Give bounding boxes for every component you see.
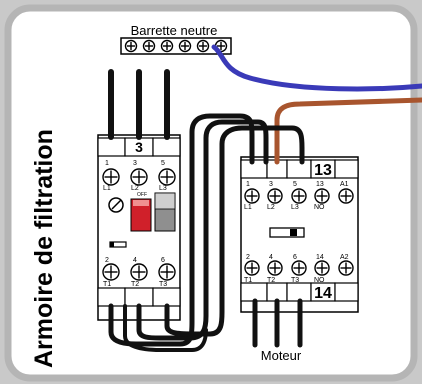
terminal-screw-icon[interactable] <box>267 260 283 276</box>
breaker-off-button[interactable] <box>154 192 176 232</box>
terminal-name: L2 <box>267 204 275 211</box>
terminal-name: L3 <box>291 204 299 211</box>
contactor-indicator <box>269 227 305 238</box>
terminal-screw-icon[interactable] <box>291 260 307 276</box>
neutral-bar-label: Barrette neutre <box>131 23 218 38</box>
terminal-number: 4 <box>133 257 137 264</box>
terminal-screw-icon[interactable] <box>102 168 120 186</box>
terminal-number: 3 <box>269 181 273 188</box>
terminal-name: L1 <box>103 185 111 192</box>
terminal-number: A2 <box>340 254 349 261</box>
terminal-name: T1 <box>244 277 252 284</box>
terminal-screw-icon[interactable] <box>158 263 176 281</box>
terminal-name: T2 <box>267 277 275 284</box>
off-label: OFF <box>137 192 147 198</box>
terminal-screw-icon[interactable] <box>244 188 260 204</box>
terminal-screw-icon[interactable] <box>160 39 174 53</box>
terminal-name: L3 <box>159 185 167 192</box>
terminal-number: 2 <box>105 257 109 264</box>
terminal-screw-icon[interactable] <box>267 188 283 204</box>
terminal-name: L2 <box>131 185 139 192</box>
terminal-screw-icon[interactable] <box>314 188 330 204</box>
terminal-screw-icon[interactable] <box>124 39 138 53</box>
motor-label: Moteur <box>261 348 302 363</box>
terminal-number: 5 <box>293 181 297 188</box>
terminal-screw-icon[interactable] <box>130 263 148 281</box>
terminal-number: 2 <box>246 254 250 261</box>
terminal-number: 5 <box>161 160 165 167</box>
terminal-screw-icon[interactable] <box>196 39 210 53</box>
terminal-number: 1 <box>105 160 109 167</box>
terminal-screw-icon[interactable] <box>338 188 354 204</box>
breaker-on-button[interactable] <box>130 198 152 232</box>
terminal-screw-icon[interactable] <box>178 39 192 53</box>
phase-wire <box>274 97 422 165</box>
terminal-screw-icon[interactable] <box>314 260 330 276</box>
terminal-name: T1 <box>103 281 111 288</box>
terminal-name: L1 <box>244 204 252 211</box>
terminal-screw-icon[interactable] <box>130 168 148 186</box>
motor-breaker: 3 1L1 3L2 5L3 2T1 4T2 6T3 OFF <box>97 134 181 321</box>
breaker-number: 3 <box>135 139 143 155</box>
terminal-name: T3 <box>291 277 299 284</box>
cabinet-title: Armoire de filtration <box>30 129 58 368</box>
terminal-screw-icon[interactable] <box>158 168 176 186</box>
terminal-name: NO <box>314 204 325 211</box>
terminal-screw-icon[interactable] <box>244 260 260 276</box>
terminal-number: 1 <box>246 181 250 188</box>
terminal-number: 13 <box>316 181 324 188</box>
terminal-number: 3 <box>133 160 137 167</box>
terminal-screw-icon[interactable] <box>102 263 120 281</box>
terminal-number: 14 <box>316 254 324 261</box>
terminal-number: 6 <box>161 257 165 264</box>
terminal-name: NO <box>314 277 325 284</box>
terminal-screw-icon[interactable] <box>338 260 354 276</box>
terminal-screw-icon[interactable] <box>142 39 156 53</box>
terminal-number: 6 <box>293 254 297 261</box>
wires <box>108 44 422 352</box>
terminal-number: 4 <box>269 254 273 261</box>
terminal-name: T2 <box>131 281 139 288</box>
neutral-bar <box>120 37 232 55</box>
terminal-name: T3 <box>159 281 167 288</box>
terminal-number: A1 <box>340 181 349 188</box>
terminal-screw-icon[interactable] <box>291 188 307 204</box>
contactor-bottom-number: 14 <box>314 285 332 302</box>
neutral-wire <box>211 44 422 92</box>
contactor-top-number: 13 <box>314 162 332 179</box>
